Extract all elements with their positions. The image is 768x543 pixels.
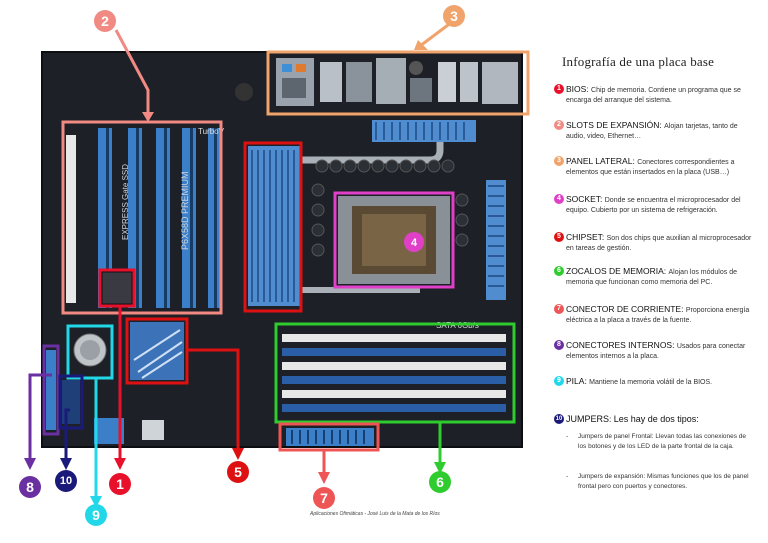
vrm-heatsink-right [486, 180, 506, 300]
legend-desc: Conectores correspondientes a elementos … [566, 159, 735, 176]
legend-desc: Alojan los módulos de memoria que funcio… [566, 269, 737, 286]
callout-3: 3 [443, 5, 465, 27]
legend-name: CONECTOR DE CORRIENTE [566, 304, 682, 314]
motherboard-graphic: TurboV P6X58D PREMIUM EXPRESS Gate SSD S [24, 20, 530, 508]
capacitors [311, 159, 469, 257]
legend-badge: 7 [554, 304, 564, 314]
legend-badge: 6 [554, 266, 564, 276]
internal-connectors [46, 350, 56, 430]
callout-10: 10 [55, 470, 77, 492]
svg-text:4: 4 [411, 237, 418, 249]
highlight-chipset-north [243, 141, 303, 313]
legend-name: CHIPSET [566, 232, 602, 242]
callout-6: 6 [429, 471, 451, 493]
highlight-bios [98, 268, 136, 308]
highlight-internal [42, 344, 60, 436]
legend-badge: 1 [554, 84, 564, 94]
highlight-jumpers [58, 374, 84, 430]
legend-name: SOCKET [566, 194, 601, 204]
legend-badge: 3 [554, 156, 564, 166]
legend-name: PILA [566, 376, 585, 386]
callout-1: 1 [109, 473, 131, 495]
legend-name: SLOTS DE EXPANSIÓN [566, 120, 660, 130]
highlight-power [278, 422, 380, 452]
jumper-desc: Jumpers de expansión: Mismas funciones q… [578, 473, 749, 490]
infographic-title: Infografía de una placa base [562, 54, 715, 69]
motherboard-illustration: TurboV P6X58D PREMIUM EXPRESS Gate SSD S [19, 5, 530, 526]
express-gate-label: EXPRESS Gate SSD [121, 164, 130, 240]
highlight-socket [333, 191, 455, 289]
legend-badge: 5 [554, 232, 564, 242]
legend-badge: 8 [554, 340, 564, 350]
legend-desc: Son dos chips que auxilian al microproce… [566, 235, 752, 252]
bios-chip [101, 271, 133, 305]
highlight-battery [66, 324, 114, 380]
callout-7: 7 [313, 487, 335, 509]
callout-5: 5 [227, 461, 249, 483]
highlight-memory [274, 322, 516, 424]
legend-desc: Alojan tarjetas, tanto de audio, video, … [566, 123, 738, 140]
legend-desc: Usados para conectar elementos internos … [566, 343, 746, 360]
legend-badge: 9 [554, 376, 564, 386]
legend-desc: Les hay de dos tipos: [613, 414, 699, 424]
legend-desc: Donde se encuentra el microprocesador de… [566, 197, 741, 214]
callout-9: 9 [85, 504, 107, 526]
highlight-rear-panel [266, 50, 530, 116]
callout-2: 2 [94, 10, 116, 32]
legend-name: ZOCALOS DE MEMORIA [566, 266, 664, 276]
highlight-expansion-slots [61, 120, 223, 315]
memory-slots [282, 334, 506, 412]
callout-8: 8 [19, 476, 41, 498]
legend-panel: Infografía de una placa base 1 BIOS: Chi… [554, 54, 752, 490]
model-label: P6X58D PREMIUM [180, 171, 190, 250]
legend-name: CONECTORES INTERNOS [566, 340, 673, 350]
socket-marker [404, 232, 424, 252]
turbov-label: TurboV [198, 127, 225, 136]
expansion-slots [66, 128, 220, 308]
legend-name: BIOS [566, 84, 587, 94]
credit-line: Aplicaciones Ofimáticas - José Luis de l… [310, 511, 440, 517]
legend-badge: 4 [554, 194, 564, 204]
northbridge-heatsink [248, 146, 300, 306]
legend-desc: Proporciona energía eléctrica a la placa… [566, 307, 750, 324]
rear-io-ports [235, 58, 518, 106]
legend-name: PANEL LATERAL [566, 156, 633, 166]
legend-name: JUMPERS [566, 414, 610, 424]
legend-badge: 2 [554, 120, 564, 130]
jumper-desc: Jumpers de panel Frontal: Llevan todas l… [578, 433, 747, 450]
legend-desc: Mantiene la memoria volátil de la BIOS. [589, 379, 713, 386]
legend-desc: Chip de memoria. Contiene un programa qu… [566, 87, 741, 104]
legend-badge: 10 [554, 414, 564, 424]
